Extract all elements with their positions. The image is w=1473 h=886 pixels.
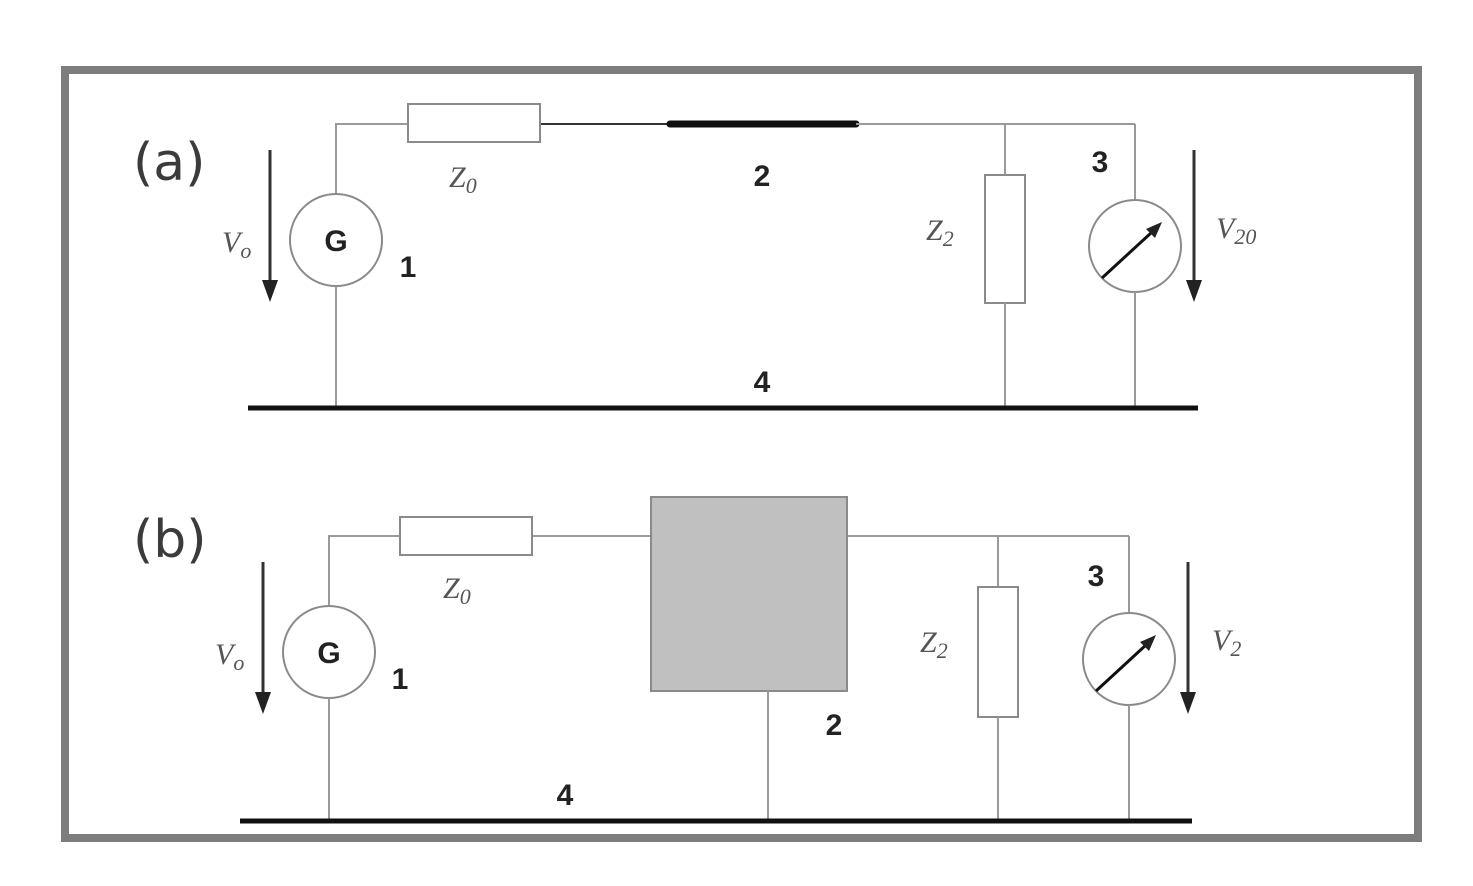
panel-a: (a) G Z0 2 3 1 4 Z2 Vo V20 [133,103,1256,411]
z0-label: Z0 [449,161,477,198]
node-1-label: 1 [392,663,409,696]
source-impedance-resistor [407,103,541,143]
node-3-label: 3 [1088,560,1105,593]
node-4-label: 4 [557,779,574,812]
v2-label: V2 [1212,624,1241,661]
source-impedance-resistor [399,516,533,556]
panel-a-label: (a) [133,133,205,193]
load-impedance-resistor [984,174,1026,304]
z2-label: Z2 [920,626,948,663]
meter-needle [1100,230,1154,280]
load-impedance-resistor [977,586,1019,718]
vo-label: Vo [222,226,251,263]
panel-b-label: (b) [133,510,207,570]
node-4-label: 4 [754,366,771,399]
vo-label: Vo [215,638,244,675]
panel-b: (b) G Z0 2 3 1 4 Z2 Vo V2 [133,496,1241,824]
node-2-label: 2 [754,160,771,193]
network-block [650,496,848,692]
generator-label: G [324,225,347,258]
meter-needle [1094,643,1148,693]
generator-label: G [317,637,340,670]
node-2-label: 2 [826,709,843,742]
z0-label: Z0 [443,572,471,609]
node-1-label: 1 [400,251,417,284]
figure-frame [61,66,1422,842]
z2-label: Z2 [926,214,954,251]
wire [335,123,408,194]
v20-label: V20 [1216,212,1256,249]
node-3-label: 3 [1092,146,1109,179]
